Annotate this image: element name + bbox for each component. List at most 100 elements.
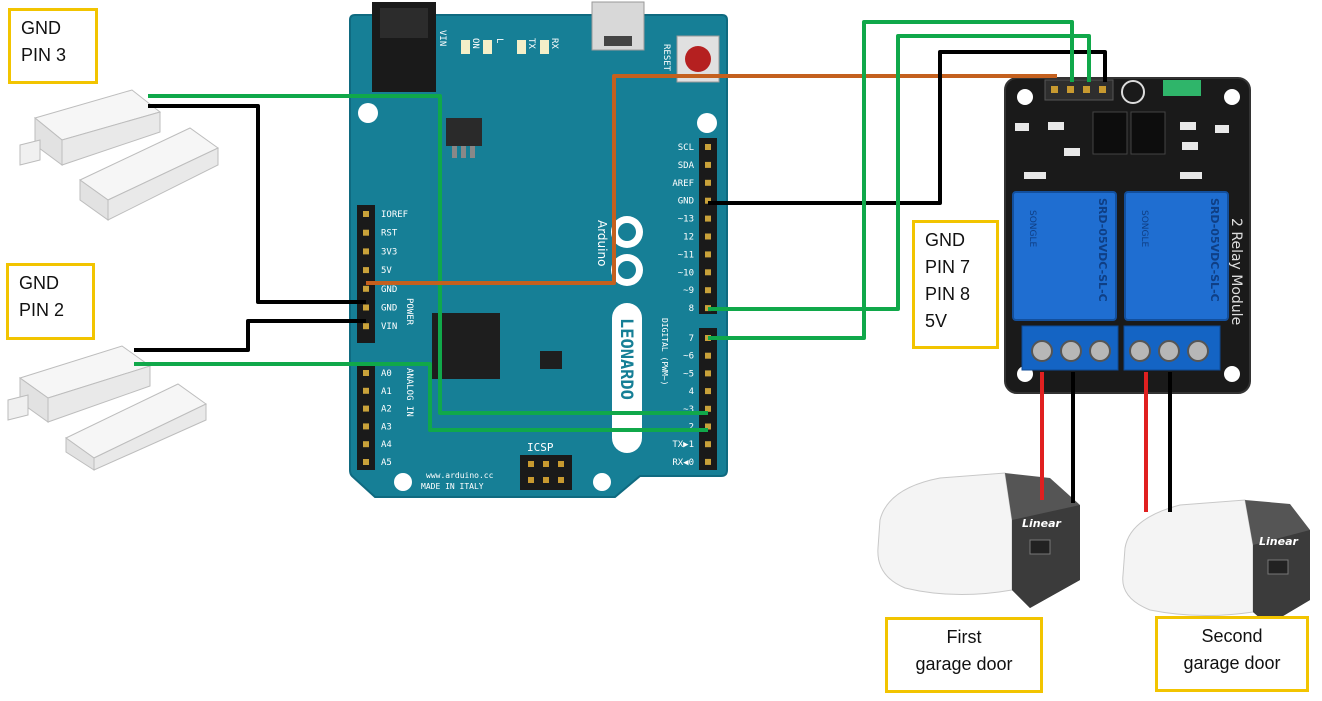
- digital-pin-label: ~9: [683, 286, 694, 296]
- led: [483, 40, 492, 54]
- leonardo-logo-oval: [612, 303, 642, 453]
- digital-header-label: DIGITAL (PWM~): [660, 318, 669, 385]
- analog-pin-label: A0: [381, 369, 392, 379]
- wire-sensor2-green: [134, 362, 708, 432]
- magnetic-sensor-2: [7, 345, 207, 471]
- digital-pin-label: 2: [689, 423, 694, 433]
- header-pin: [705, 144, 711, 150]
- power-pin-label: GND: [381, 285, 397, 295]
- digital-pin-label: ~5: [683, 369, 694, 379]
- label-line: garage door: [1183, 653, 1281, 673]
- header-pin: [705, 441, 711, 448]
- led-label: RX: [549, 38, 559, 49]
- digital-pin-label: 8: [689, 304, 694, 314]
- vin-label: VIN: [437, 30, 447, 46]
- sensor1-pin-label: GND PIN 3: [8, 8, 98, 84]
- mounting-hole: [593, 473, 611, 491]
- header-pin: [705, 197, 711, 204]
- voltage-regulator: [446, 118, 482, 146]
- label-line: GND: [21, 18, 61, 38]
- mounting-hole: [1224, 366, 1240, 382]
- label-line: Second: [1201, 626, 1263, 646]
- relay-module: SRD-05VDC-SL-C SRD-05VDC-SL-C SONGLE SON…: [1004, 77, 1251, 394]
- wire-5v-orange: [366, 74, 1057, 285]
- header-pin: [363, 304, 369, 311]
- header-pin: [705, 233, 711, 240]
- power-pin-label: IOREF: [381, 210, 408, 220]
- digital-pin-label: GND: [678, 197, 694, 207]
- relay-1: [1012, 191, 1117, 321]
- label-line: GND: [19, 273, 59, 293]
- digital-header-upper: [699, 138, 717, 314]
- icsp-label: ICSP: [527, 441, 554, 454]
- label-line: GND: [925, 230, 965, 250]
- header-pin: [705, 215, 711, 222]
- garage-door-opener-2: Linear: [1122, 499, 1310, 625]
- relay-2: [1124, 191, 1229, 321]
- header-pin: [363, 285, 369, 292]
- wire-pin8-green: [708, 34, 1091, 311]
- digital-pin-label: ~6: [683, 352, 694, 362]
- arduino-brand-text: Arduino: [595, 220, 609, 266]
- led-label: L: [494, 38, 504, 43]
- mounting-hole: [1224, 89, 1240, 105]
- wire-sensor1-black: [148, 104, 366, 304]
- relay-brand-logo: [1121, 80, 1145, 104]
- header-pin: [363, 248, 369, 255]
- garage-door-opener-1: Linear: [877, 472, 1080, 608]
- relay-2-model: SRD-05VDC-SL-C: [1208, 198, 1221, 302]
- power-header: [357, 205, 375, 343]
- opener-1-brand: Linear: [1022, 517, 1061, 530]
- led: [517, 40, 526, 54]
- digital-pin-label: TX▶1: [672, 440, 694, 450]
- header-pin: [705, 251, 711, 258]
- optocoupler: [1130, 111, 1166, 155]
- icsp-header: [520, 455, 572, 490]
- label-line: First: [946, 627, 982, 647]
- header-pin: [705, 287, 711, 294]
- analog-pin-label: A1: [381, 387, 392, 397]
- mounting-hole: [1017, 89, 1033, 105]
- power-pin-label: 5V: [381, 266, 392, 276]
- header-pin: [363, 229, 369, 236]
- analog-pin-label: A3: [381, 422, 392, 432]
- power-pin-label: VIN: [381, 322, 397, 332]
- made-in-italy: MADE IN ITALY: [421, 482, 484, 491]
- led: [461, 40, 470, 54]
- mounting-hole: [697, 113, 717, 133]
- analog-pin-label: A4: [381, 440, 392, 450]
- optocoupler: [1092, 111, 1128, 155]
- reset-label: RESET: [661, 44, 671, 72]
- digital-pin-label: SDA: [678, 161, 695, 171]
- header-pin: [705, 458, 711, 465]
- mounting-hole: [358, 103, 378, 123]
- header-pin: [705, 179, 711, 186]
- label-line: garage door: [915, 654, 1013, 674]
- power-pin-label: RST: [381, 229, 398, 239]
- second-garage-door-label: Second garage door: [1155, 616, 1309, 692]
- header-pin: [705, 161, 711, 168]
- relay-module-title: 2 Relay Module: [1228, 218, 1244, 325]
- led: [540, 40, 549, 54]
- vcc-jumper: [1163, 80, 1201, 96]
- header-pin: [363, 441, 369, 448]
- label-line: PIN 2: [19, 300, 65, 320]
- header-pin: [363, 459, 369, 465]
- microcontroller-chip: [432, 313, 500, 379]
- relay-1-model: SRD-05VDC-SL-C: [1096, 198, 1109, 302]
- header-pin: [363, 370, 369, 376]
- header-pin: [705, 370, 711, 377]
- header-pin: [363, 267, 369, 274]
- header-pin: [705, 423, 711, 430]
- wire-pin7-green: [708, 20, 1074, 340]
- label-line: 5V: [925, 311, 948, 331]
- label-line: PIN 8: [925, 284, 971, 304]
- header-pin: [705, 269, 711, 276]
- power-header-label: POWER: [404, 298, 414, 326]
- relay-2-brand: SONGLE: [1139, 210, 1149, 248]
- first-garage-door-label: First garage door: [885, 617, 1043, 693]
- digital-pin-label: 12: [683, 233, 694, 243]
- power-pin-label: 3V3: [381, 247, 397, 257]
- header-pin: [363, 323, 369, 330]
